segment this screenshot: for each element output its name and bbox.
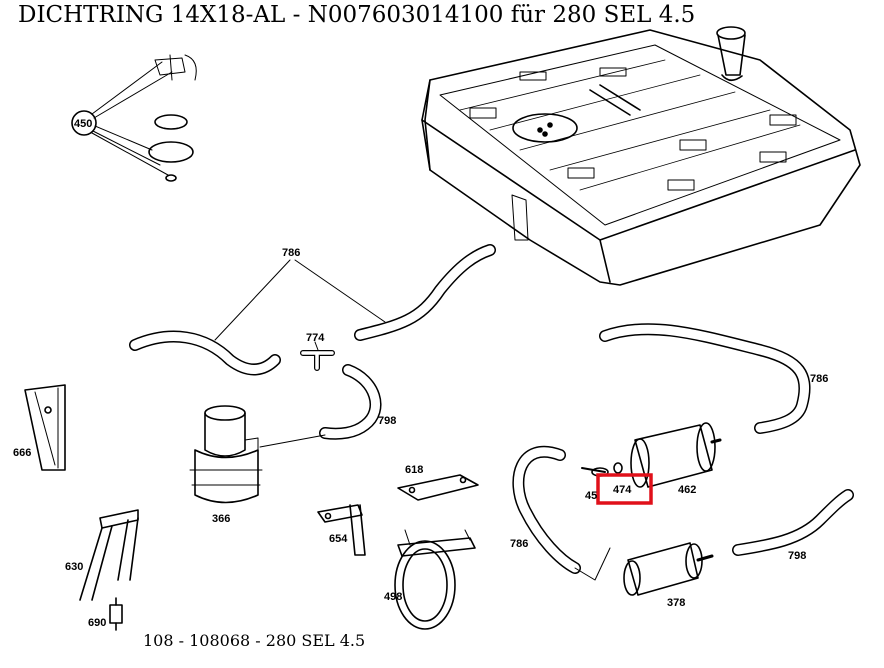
t-piece-774 (300, 341, 335, 371)
page-title: DICHTRING 14X18-AL - N007603014100 für 2… (18, 2, 696, 28)
label-786-upper: 786 (282, 247, 300, 259)
label-618: 618 (405, 464, 423, 476)
label-786-lower: 786 (510, 538, 528, 550)
seal-kit-450 (71, 54, 197, 182)
label-378: 378 (667, 597, 685, 609)
label-654: 654 (329, 533, 348, 545)
fuel-pump-366 (189, 405, 326, 504)
bracket-618 (397, 474, 479, 501)
bracket-630 (79, 509, 139, 601)
clamp-498 (394, 529, 476, 630)
label-786-right: 786 (810, 373, 828, 385)
banjo-fitting-45 (581, 462, 623, 477)
hoses-786-upper (129, 244, 496, 376)
fitting-690 (109, 597, 123, 631)
label-798-left: 798 (378, 415, 396, 427)
label-774: 774 (306, 332, 325, 344)
accumulator-378 (574, 542, 714, 596)
hose-786-lower (512, 445, 581, 574)
bracket-666 (24, 384, 66, 471)
label-366: 366 (212, 513, 230, 525)
fuel-tank (421, 26, 861, 286)
label-474: 474 (613, 484, 632, 496)
label-690: 690 (88, 617, 106, 629)
label-498: 498 (384, 591, 402, 603)
fuel-filter-462 (630, 422, 722, 488)
label-450: 450 (74, 118, 92, 130)
label-45: 45 (585, 490, 597, 502)
bracket-654 (317, 504, 366, 556)
label-630: 630 (65, 561, 83, 573)
label-666: 666 (13, 447, 31, 459)
highlight-box (596, 473, 653, 505)
label-798-right: 798 (788, 550, 806, 562)
hose-798-right (732, 489, 854, 556)
hose-798-left (319, 364, 382, 440)
diagram-footer: 108 - 108068 - 280 SEL 4.5 (143, 631, 366, 650)
hose-786-right-top (599, 323, 811, 434)
label-462: 462 (678, 484, 696, 496)
